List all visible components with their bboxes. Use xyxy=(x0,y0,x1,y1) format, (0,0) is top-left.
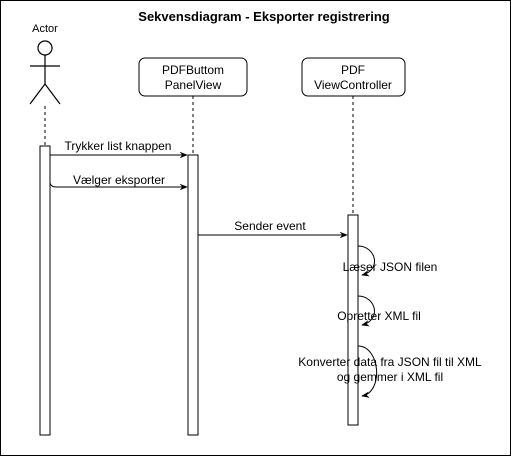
self-call-label-3-line1: Konverter data fra JSON fil til XML xyxy=(298,355,482,369)
diagram-title: Sekvensdiagram - Eksporter registrering xyxy=(138,9,389,24)
self-call-label-1: Læser JSON filen xyxy=(343,260,438,274)
message-label-1: Trykker list knappen xyxy=(65,139,172,153)
actor-label: Actor xyxy=(32,23,58,35)
self-call-arrow-3 xyxy=(357,345,377,398)
participant-1-line2: PanelView xyxy=(165,78,222,92)
participant-1-activation xyxy=(187,154,199,436)
message-label-3: Sender event xyxy=(234,219,306,233)
participant-2-line2: ViewController xyxy=(314,78,392,92)
self-call-arrow-1 xyxy=(357,245,375,277)
actor-activation xyxy=(39,145,51,436)
message-label-2: Vælger eksporter xyxy=(73,173,165,187)
self-call-label-3-line2: og gemmer i XML fil xyxy=(337,370,443,384)
self-call-arrow-2 xyxy=(357,295,375,327)
actor-icon xyxy=(29,40,61,105)
self-call-label-2: Opretter XML fil xyxy=(337,309,421,323)
participant-2-line1: PDF xyxy=(341,63,365,77)
message-arrow-2 xyxy=(49,182,188,191)
participant-1-line1: PDFButtom xyxy=(162,63,224,77)
participant-2-activation xyxy=(347,214,359,426)
